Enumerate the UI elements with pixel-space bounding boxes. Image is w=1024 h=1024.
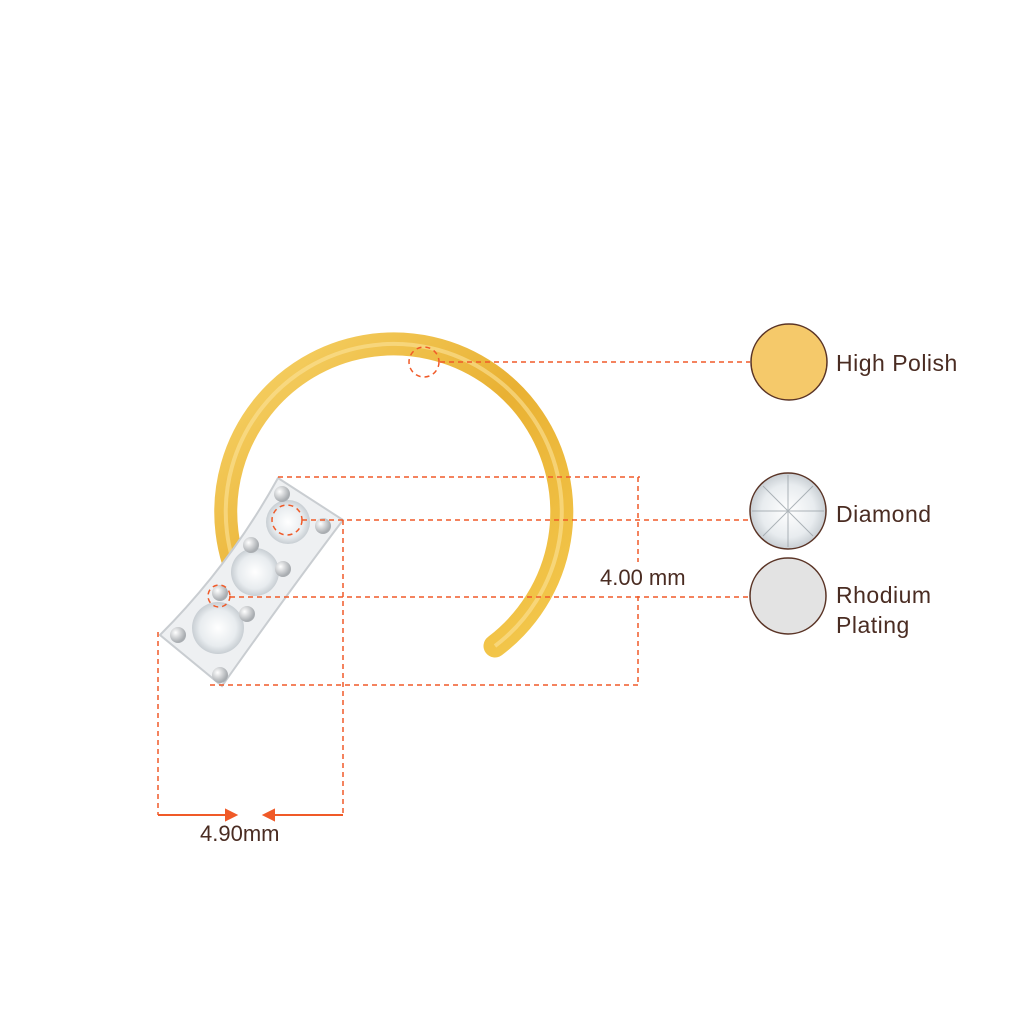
rhodium-swatch: [749, 557, 827, 635]
height-dimension-label: 4.00 mm: [600, 565, 686, 591]
legend-diamond: Diamond: [836, 501, 932, 527]
dimension-lines: [157, 346, 750, 815]
diamond-swatch: [749, 472, 827, 550]
legend-high-polish: High Polish: [836, 350, 958, 376]
width-dimension-label: 4.90mm: [200, 821, 280, 846]
legend-rhodium: Rhodium Plating: [836, 580, 932, 640]
width-arrows: [158, 808, 343, 822]
high-polish-swatch: [750, 323, 828, 401]
legend-rhodium-line1: Rhodium: [836, 582, 932, 608]
legend-rhodium-line2: Plating: [836, 612, 910, 638]
diamond-bar: [158, 476, 345, 688]
